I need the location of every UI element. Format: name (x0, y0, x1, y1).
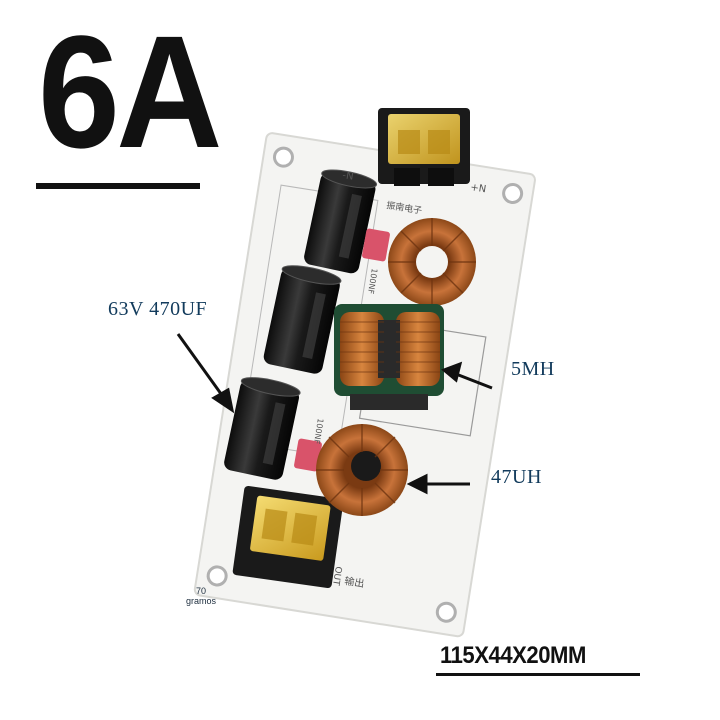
board-output-cn-label: 输出 (344, 574, 366, 590)
title-underline (36, 183, 200, 189)
current-rating-title: 6A (38, 2, 222, 181)
electrolytic-capacitor-middle (263, 265, 342, 374)
film-capacitor-top (362, 228, 390, 262)
board-minus-n-label: -N (342, 170, 355, 183)
toroid-annotation: 47UH (491, 466, 542, 488)
choke-annotation: 5MH (511, 358, 555, 380)
weight-label: 70 gramos (186, 586, 216, 606)
toroid-arrow-icon (406, 473, 470, 495)
film-capacitor-bottom (294, 438, 322, 472)
capacitor-arrow-icon (176, 333, 235, 414)
board-plus-n-label: +N (470, 182, 487, 195)
capacitor-annotation: 63V 470UF (108, 298, 208, 320)
mounting-hole-icon (206, 146, 524, 623)
common-mode-choke (334, 304, 444, 410)
board-cap-label-top: 100NF (366, 268, 379, 295)
upper-toroid-inductor (388, 218, 476, 306)
board-cap-label-bottom: 100NF (312, 418, 325, 445)
dimensions-underline (436, 673, 640, 676)
lower-toroid-inductor (316, 424, 408, 516)
electrolytic-capacitor-top (304, 169, 378, 274)
dimensions-label: 115X44X20MM (440, 642, 586, 669)
output-terminal-block (232, 485, 344, 589)
choke-arrow-icon (441, 361, 493, 390)
board-output-label: OUT (330, 566, 343, 587)
weight-value: 70 (196, 586, 207, 596)
weight-unit: gramos (186, 596, 217, 606)
electrolytic-capacitor-bottom (224, 377, 301, 480)
input-terminal-block (378, 108, 470, 186)
